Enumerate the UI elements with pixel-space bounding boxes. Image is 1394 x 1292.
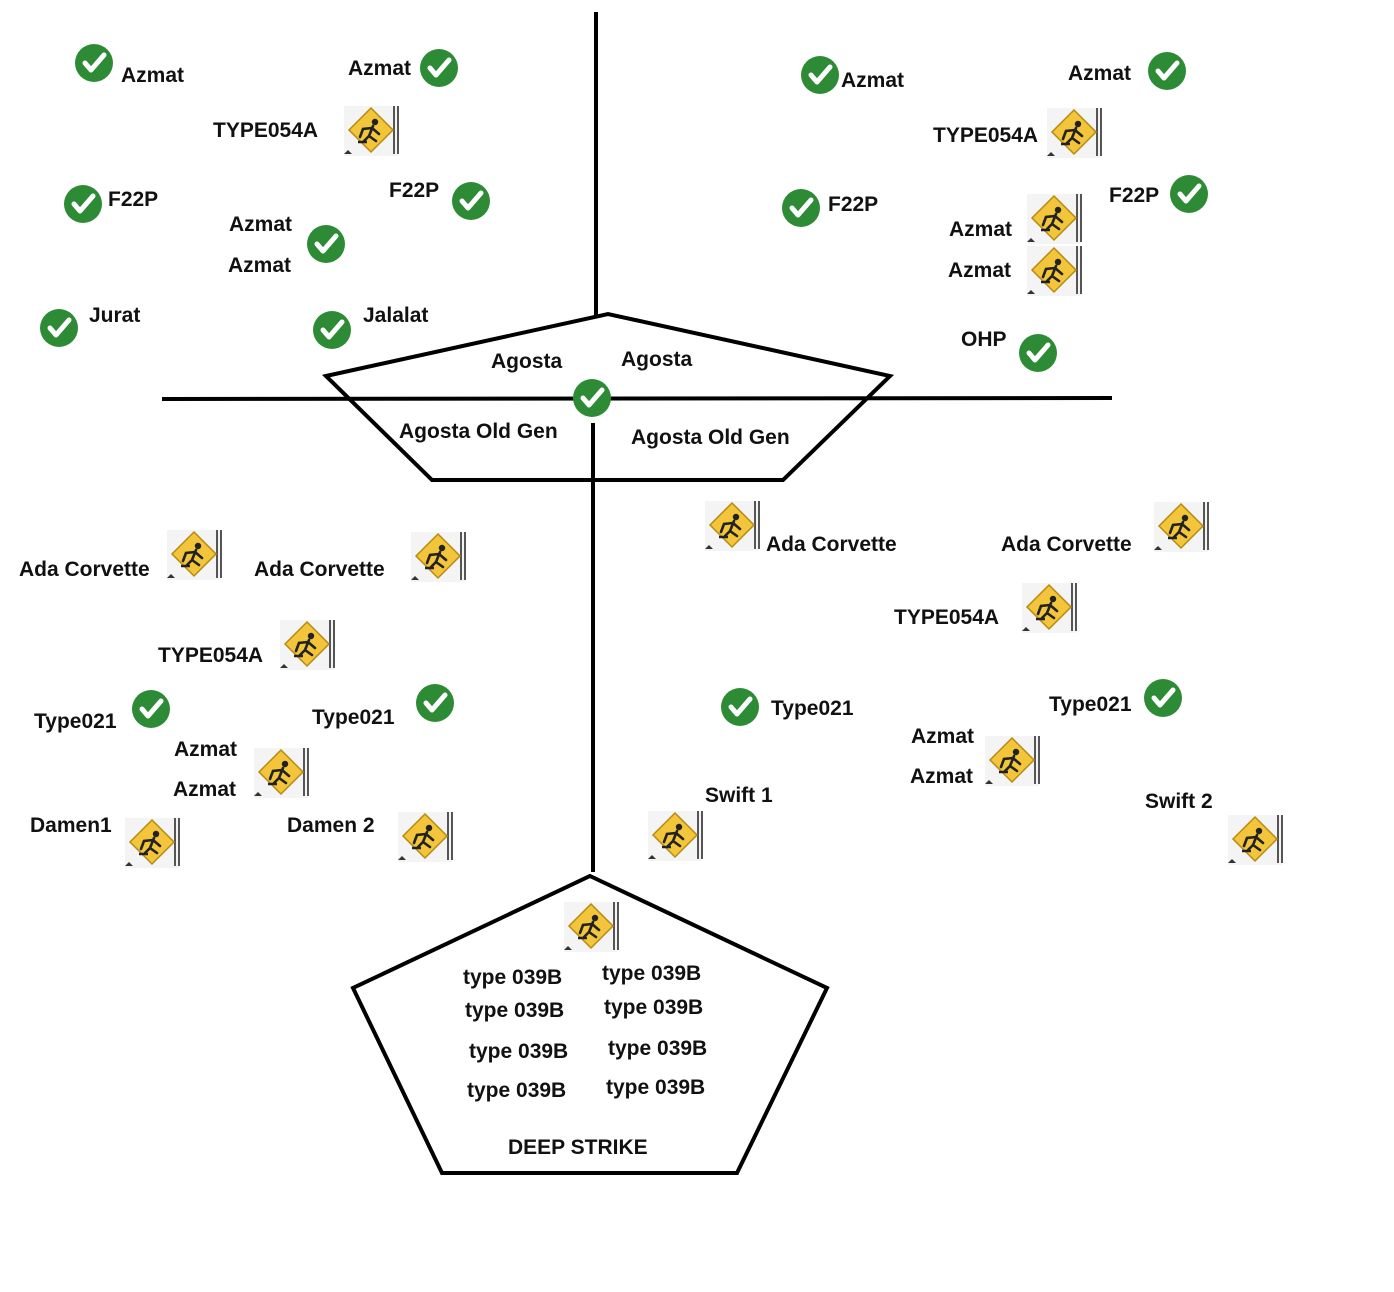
ship-label: Ada Corvette (19, 558, 150, 581)
ship-label: Azmat (228, 254, 292, 277)
ship-label: Azmat (910, 765, 974, 788)
ship-label: Azmat (348, 57, 412, 80)
ship-label: Jalalat (363, 304, 429, 327)
ship-label: F22P (828, 193, 879, 216)
deep-strike-pentagon (350, 873, 830, 1175)
check-circle-icon (573, 379, 611, 417)
ship-label: Azmat (121, 64, 185, 87)
under-construction-icon (646, 809, 704, 863)
submarine-label: type 039B (608, 1037, 708, 1060)
horizontal-axis (161, 396, 1113, 401)
center-label: Agosta Old Gen (631, 426, 790, 449)
ship-label: Damen1 (30, 814, 112, 837)
ship-label: Azmat (841, 69, 905, 92)
under-construction-icon (1025, 244, 1083, 298)
under-construction-icon (342, 104, 400, 158)
ship-label: TYPE054A (158, 644, 264, 667)
under-construction-icon (1025, 192, 1083, 246)
ship-label: F22P (1109, 184, 1160, 207)
formation-lines (161, 12, 1113, 1175)
submarine-label: type 039B (467, 1079, 567, 1102)
ship-label: TYPE054A (933, 124, 1039, 147)
check-circle-icon (1148, 52, 1186, 90)
center-pentagon (321, 311, 895, 482)
under-construction-icon (123, 816, 181, 870)
under-construction-icon (703, 499, 761, 553)
ship-label: Azmat (174, 738, 238, 761)
center-label: Agosta Old Gen (399, 420, 558, 443)
ship-label: Type021 (1049, 693, 1132, 716)
check-circle-icon (132, 690, 170, 728)
ship-label: Swift 1 (705, 784, 773, 807)
under-construction-icon (165, 528, 223, 582)
under-construction-icon (1152, 500, 1210, 554)
submarine-label: type 039B (606, 1076, 706, 1099)
ship-label: Ada Corvette (1001, 533, 1132, 556)
ship-label: Azmat (229, 213, 293, 236)
ship-label: Azmat (173, 778, 237, 801)
submarine-label: type 039B (465, 999, 565, 1022)
ship-label: TYPE054A (894, 606, 1000, 629)
ship-label: Azmat (948, 259, 1012, 282)
check-circle-icon (721, 688, 759, 726)
under-construction-icon (562, 900, 620, 954)
submarine-label: type 039B (602, 962, 702, 985)
ship-label: Azmat (949, 218, 1013, 241)
ship-label: Damen 2 (287, 814, 375, 837)
check-circle-icon (801, 56, 839, 94)
check-circle-icon (1019, 334, 1057, 372)
check-circle-icon (64, 185, 102, 223)
center-label: Agosta (491, 350, 563, 373)
under-construction-icon (983, 734, 1041, 788)
under-construction-icon (252, 746, 310, 800)
under-construction-icon (1226, 813, 1284, 867)
deep-strike-title: DEEP STRIKE (508, 1136, 648, 1159)
ship-label: Ada Corvette (766, 533, 897, 556)
check-circle-icon (40, 309, 78, 347)
ship-label: Type021 (312, 706, 395, 729)
under-construction-icon (1020, 581, 1078, 635)
check-circle-icon (75, 44, 113, 82)
center-label: Agosta (621, 348, 693, 371)
submarine-label: type 039B (463, 966, 563, 989)
check-circle-icon (416, 684, 454, 722)
ship-label: Swift 2 (1145, 790, 1213, 813)
check-circle-icon (420, 49, 458, 87)
check-circle-icon (1144, 679, 1182, 717)
submarine-label: type 039B (469, 1040, 569, 1063)
under-construction-icon (278, 618, 336, 672)
ship-label: Type021 (771, 697, 854, 720)
ship-label: Azmat (911, 725, 975, 748)
ship-label: Ada Corvette (254, 558, 385, 581)
check-circle-icon (307, 225, 345, 263)
under-construction-icon (396, 810, 454, 864)
submarine-label: type 039B (604, 996, 704, 1019)
ship-label: Jurat (89, 304, 141, 327)
ship-label: Type021 (34, 710, 117, 733)
check-circle-icon (1170, 175, 1208, 213)
ship-label: OHP (961, 328, 1007, 351)
under-construction-icon (409, 530, 467, 584)
ship-label: TYPE054A (213, 119, 319, 142)
under-construction-icon (1045, 106, 1103, 160)
ship-label: F22P (389, 179, 440, 202)
check-circle-icon (313, 311, 351, 349)
check-circle-icon (782, 189, 820, 227)
ship-label: F22P (108, 188, 159, 211)
check-circle-icon (452, 182, 490, 220)
ship-label: Azmat (1068, 62, 1132, 85)
